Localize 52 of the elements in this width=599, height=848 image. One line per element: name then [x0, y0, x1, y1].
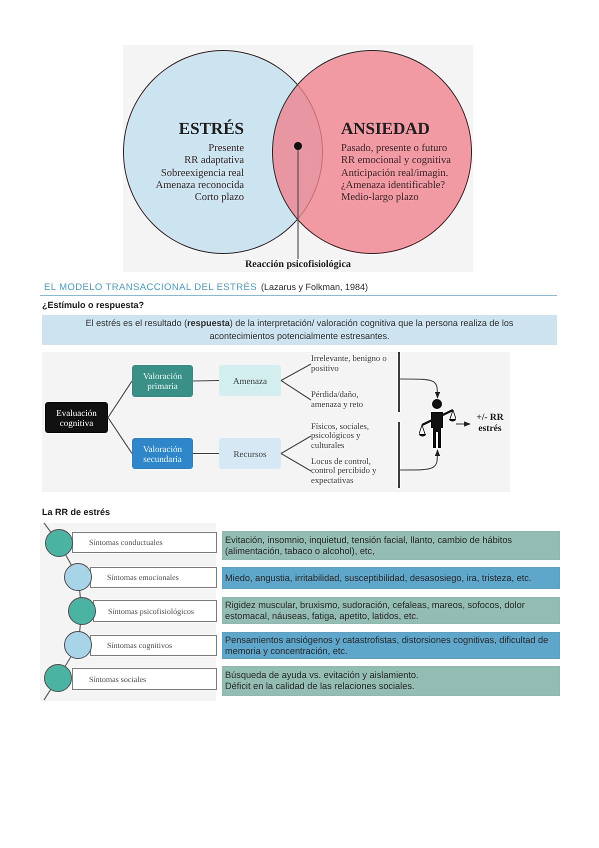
branch-text: Locus de control, control percibido y expectativas	[311, 455, 393, 487]
connector-line	[193, 452, 219, 454]
connector-line	[280, 380, 312, 400]
connector-line	[280, 453, 312, 472]
connector-line	[108, 417, 132, 454]
branch-text: Pérdida/daño, amenaza y reto	[311, 389, 383, 411]
citation: (Lazarus y Folkman, 1984)	[260, 282, 368, 292]
definition-band: El estrés es el resultado (respuesta) de la interpretación/ valoración cognitiva que la persona realiza de los acontecimientos potencialmente estresantes.	[42, 315, 557, 345]
branch-text: Irrelevante, benigno o positivo	[311, 353, 391, 375]
process-box: Evaluación cognitiva	[45, 402, 108, 433]
venn-heading: ANSIEDAD	[341, 119, 430, 139]
bracket-line	[398, 422, 400, 488]
section-heading: EL MODELO TRANSACCIONAL DEL ESTRÉS	[44, 282, 257, 293]
venn-item: Amenaza reconocida	[156, 180, 244, 192]
venn-heading: ESTRÉS	[178, 119, 244, 139]
branch-text: Físicos, sociales, psicológicos y culturales	[311, 420, 381, 452]
venn-caption: Reacción psicofisiológica	[228, 259, 368, 272]
symptom-label: Síntomas cognitivos	[90, 635, 217, 656]
venn-item: RR adaptativa	[184, 155, 244, 168]
connector-line	[280, 436, 312, 454]
bracket-line	[398, 352, 400, 412]
venn-item: Anticipación real/imagin.	[341, 168, 448, 180]
description-line: Búsqueda de ayuda vs. evitación y aislamiento.	[225, 670, 420, 681]
process-box: Valoración secundaria	[132, 438, 193, 469]
connector-line	[108, 380, 132, 418]
description-box: Pensamientos ansiógenos y catastrofistas, distorsiones cognitivas, dificultad de memoria y concentración, etc.	[222, 632, 560, 659]
venn-item: Medio-largo plazo	[341, 192, 419, 204]
connector-line	[280, 364, 312, 381]
symptom-label: Síntomas sociales	[72, 668, 217, 690]
arrow	[456, 421, 471, 427]
description-box: Evitación, insomnio, inquietud, tensión facial, llanto, cambio de hábitos (alimentación, tabaco o alcohol), etc,	[222, 531, 560, 560]
venn-item: Presente	[208, 143, 244, 156]
venn-item: Pasado, presente o futuro	[341, 143, 448, 156]
description-box: Rigidez muscular, bruxismo, sudoración, cefaleas, mareos, sofocos, dolor estomacal, náuseas, fatiga, apetito, latidos, etc.	[222, 597, 560, 624]
venn-item: Corto plazo	[194, 192, 244, 204]
venn-item: Sobreexigencia real	[160, 168, 244, 180]
result-text: +/- RR estrés	[471, 411, 509, 437]
subheading: La RR de estrés	[42, 507, 110, 517]
arrow	[400, 449, 440, 471]
connector-line	[192, 380, 220, 382]
symptom-label: Síntomas conductuales	[72, 532, 217, 553]
process-box: Recursos	[219, 438, 281, 469]
description-line: Déficit en la calidad de las relaciones sociales.	[225, 681, 416, 692]
process-box: Valoración primaria	[132, 365, 193, 397]
venn-item: RR emocional y cognitiva	[341, 155, 451, 168]
venn-item: ¿Amenaza identificable?	[341, 180, 446, 192]
symptom-label: Síntomas emocionales	[90, 567, 217, 588]
arrow	[400, 378, 440, 399]
leader-line	[297, 150, 299, 259]
process-box: Amenaza	[219, 365, 281, 396]
description-box: Miedo, angustia, irritabilidad, susceptibilidad, desasosiego, ira, tristeza, etc.	[222, 567, 560, 589]
symptom-label: Síntomas psicofisiológicos	[93, 600, 217, 622]
